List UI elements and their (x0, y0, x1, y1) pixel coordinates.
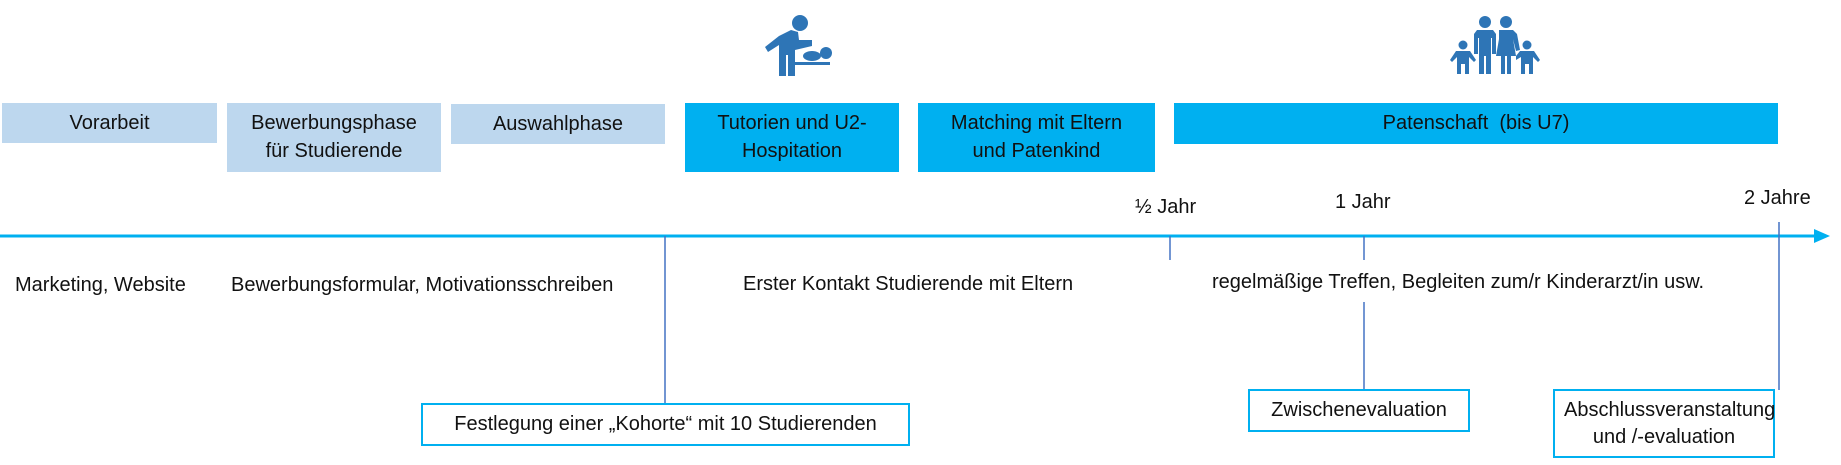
parent-changing-baby-icon (765, 15, 832, 76)
phase-auswahl: Auswahlphase (451, 104, 665, 144)
activity-erster-kontakt: Erster Kontakt Studierende mit Eltern (743, 273, 1074, 295)
activity-marketing: Marketing, Website (15, 274, 186, 296)
phase-label: Vorarbeit (69, 112, 150, 134)
milestone-half-year: ½ Jahr (1135, 196, 1197, 218)
phase-vorarbeit: Vorarbeit (2, 103, 217, 143)
phase-label: Patenschaft (bis U7) (1382, 112, 1570, 134)
event-label: Zwischenevaluation (1271, 399, 1447, 421)
event-abschluss: Abschlussveranstaltung und /-evaluation (1553, 389, 1775, 458)
event-zwischenevaluation: Zwischenevaluation (1248, 389, 1470, 432)
milestone-one-year: 1 Jahr (1335, 191, 1391, 213)
phase-label: Auswahlphase (492, 113, 624, 135)
phase-bewerbung: Bewerbungsphase für Studierende (227, 103, 441, 172)
phase-patenschaft: Patenschaft (bis U7) (1174, 103, 1778, 144)
family-icon (1450, 16, 1540, 74)
phase-matching: Matching mit Eltern und Patenkind (918, 103, 1155, 172)
activity-treffen: regelmäßige Treffen, Begleiten zum/r Kin… (1212, 271, 1705, 293)
activity-bewerbung: Bewerbungsformular, Motivationsschreiben (231, 274, 614, 296)
phase-tutorien: Tutorien und U2-Hospitation (685, 103, 899, 172)
milestone-two-years: 2 Jahre (1744, 187, 1811, 209)
event-label: Festlegung einer „Kohorte“ mit 10 Studie… (454, 413, 877, 435)
phase-label: Bewerbungsphase für Studierende (251, 112, 417, 162)
timeline-arrowhead (1814, 229, 1830, 243)
phase-label: Matching mit Eltern und Patenkind (950, 112, 1123, 162)
event-label: Abschlussveranstaltung und /-evaluation (1564, 398, 1776, 448)
phase-label: Tutorien und U2-Hospitation (717, 112, 867, 162)
event-kohorte: Festlegung einer „Kohorte“ mit 10 Studie… (421, 403, 910, 446)
